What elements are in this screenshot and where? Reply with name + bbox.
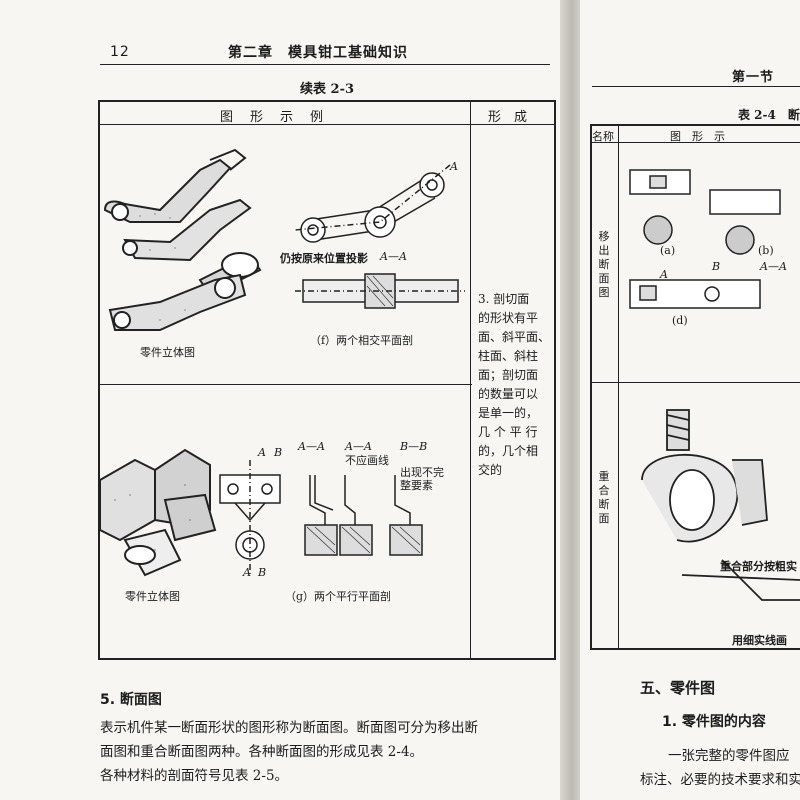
formation-line: 面；剖切面 [478, 368, 539, 382]
paragraph-line-2: 面图和重合断面图两种。各种断面图的形成见表 2-4。 [100, 744, 424, 760]
right-row2-name: 重合断面 [598, 470, 610, 525]
page-number: 12 [110, 44, 130, 60]
right-overlay-section-drawing [641, 409, 800, 601]
fig-f-section-label: A—A [380, 250, 407, 263]
fig-f-caption: （f）两个相交平面剖 [310, 334, 414, 347]
right-row2-note2: 用细实线画 [732, 634, 787, 647]
right-table-name-divider [618, 124, 619, 648]
formation-line: 的，几个相 [478, 444, 539, 458]
right-running-head: 第一节 [732, 70, 775, 85]
fig-g-label-b-bottom: B [258, 566, 267, 579]
table-column-divider [470, 100, 471, 658]
fig-g-section-b-label: B—B [400, 440, 428, 453]
fig-g-label-b: B [274, 446, 283, 459]
col-header-formation: 形 成 [488, 110, 528, 125]
formation-line: 柱面、斜柱 [478, 349, 539, 363]
table-header-rule [98, 124, 554, 125]
right-table-title: 表 2-4 断 [738, 108, 800, 122]
fig-g-note2-line2: 整要素 [400, 479, 433, 492]
formation-line: 几 个 平 行 [478, 425, 538, 439]
fig-g-label-a: A [258, 446, 266, 459]
fig-f-orthographic-drawing [294, 164, 465, 309]
right-header-rule [592, 86, 800, 87]
right-sub-heading: 1. 零件图的内容 [662, 714, 766, 730]
formation-line: 交的 [478, 463, 503, 477]
right-col-header-name: 名称 [592, 130, 614, 143]
fig-g-orthographic-drawing [219, 460, 423, 575]
fig-g-solid-caption: 零件立体图 [125, 590, 180, 603]
right-fig-label-b: (b) [758, 244, 774, 257]
fig-g-note2-line1: 出现不完 [400, 466, 444, 479]
header-rule [100, 64, 550, 65]
right-row1-name: 移出断面图 [598, 230, 610, 299]
fig-g-section-a2-label: A—A [345, 440, 372, 453]
right-fig-label-b2: B [712, 260, 721, 273]
right-page: 第一节 表 2-4 断 名称 图 形 示 移出断面图 重合断面 (a) (b) … [580, 0, 800, 800]
right-removed-section-drawing [629, 169, 781, 309]
running-head: 第二章 模具钳工基础知识 [228, 45, 408, 61]
right-fig-label-a2: A [660, 268, 668, 281]
formation-line: 的形状有平 [478, 311, 539, 325]
right-table-frame [590, 124, 800, 650]
paragraph-line-1: 表示机件某一断面形状的图形称为断面图。断面图可分为移出断 [100, 720, 478, 736]
right-fig-label-d: (d) [672, 314, 688, 327]
formation-line: 的数量可以 [478, 387, 539, 401]
fig-f-solid-caption: 零件立体图 [140, 346, 195, 359]
right-col-header-examples: 图 形 示 [670, 130, 725, 143]
fig-f-note: 仍按原来位置投影 [280, 252, 368, 265]
fig-g-section-a-label: A—A [298, 440, 325, 453]
fig-g-caption: （g）两个平行平面剖 [285, 590, 392, 603]
right-fig-label-a: (a) [660, 244, 676, 257]
fig-g-solid-drawing [99, 448, 217, 577]
paragraph-line-3: 各种材料的剖面符号见表 2-5。 [100, 768, 289, 784]
fig-g-label-a-bottom: A [243, 566, 251, 579]
right-paragraph-line-2: 标注、必要的技术要求和实 [640, 772, 800, 788]
formation-line: 是单一的， [478, 406, 539, 420]
col-header-examples: 图 形 示 例 [220, 110, 326, 125]
right-table-header-rule [590, 142, 800, 143]
fig-f-solid-drawing [103, 148, 262, 331]
right-section-heading: 五、零件图 [640, 679, 716, 697]
formation-line: 3. 剖切面 [478, 292, 530, 306]
fig-f-cut-label: A [450, 160, 458, 173]
section-heading-5: 5. 断面图 [100, 692, 162, 708]
formation-text: 3. 剖切面 的形状有平 面、斜平面、 柱面、斜柱 面；剖切面 的数量可以 是单… [478, 290, 550, 480]
right-paragraph-line-1: 一张完整的零件图应 [668, 748, 790, 764]
right-table-row-divider [590, 382, 800, 383]
table-title: 续表 2-3 [300, 82, 355, 97]
formation-line: 面、斜平面、 [478, 330, 551, 344]
table-frame [98, 100, 556, 660]
table-row-divider [98, 384, 472, 385]
right-row2-note1: 重合部分按粗实 [720, 560, 797, 573]
left-page: 12 第二章 模具钳工基础知识 续表 2-3 图 形 示 例 形 成 零件立体图 [98, 44, 556, 784]
right-fig-label-aa: A—A [760, 260, 787, 273]
fig-g-note1: 不应画线 [345, 454, 389, 467]
